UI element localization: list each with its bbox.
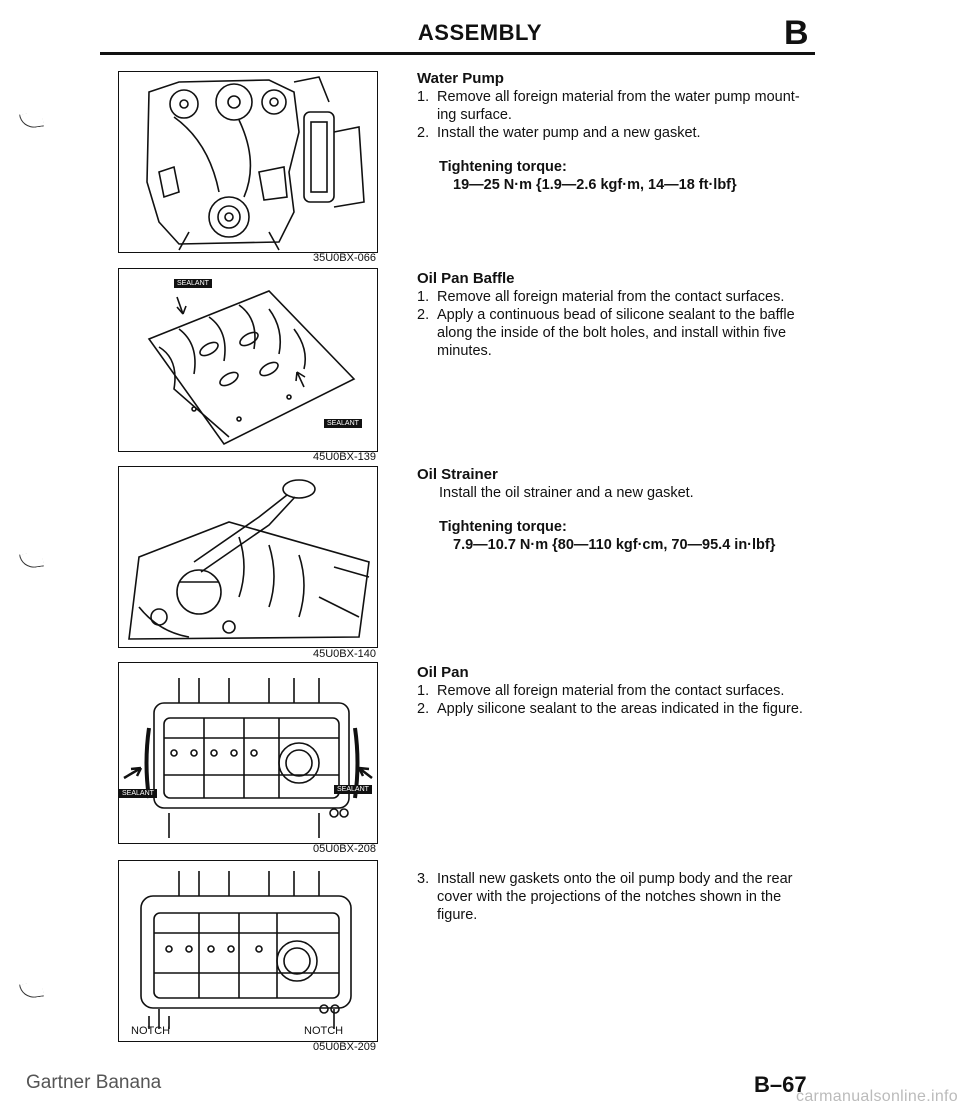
step: 2. Apply a continuous bead of silicone s… xyxy=(417,306,817,360)
figure-oil-pan-notch: NOTCH NOTCH xyxy=(118,860,378,1042)
section-oil-pan: Oil Pan 1. Remove all foreign material f… xyxy=(417,664,817,718)
section-oil-pan-step3: 3. Install new gaskets onto the oil pump… xyxy=(417,870,817,924)
step-number: 3. xyxy=(417,871,430,887)
step-number: 1. xyxy=(417,683,430,699)
figure-water-pump xyxy=(118,71,378,253)
step-number: 2. xyxy=(417,701,430,717)
step: 1. Remove all foreign material from the … xyxy=(417,288,817,306)
page-title: ASSEMBLY xyxy=(417,20,543,45)
torque-value: 7.9—10.7 N·m {80—110 kgf·cm, 70—95.4 in·… xyxy=(453,537,776,553)
figure-code: 45U0BX-140 xyxy=(313,648,376,660)
margin-mark xyxy=(19,111,44,130)
step-text: Remove all foreign material from the con… xyxy=(437,289,785,305)
step: 3. Install new gaskets onto the oil pump… xyxy=(417,870,817,924)
step: 2. Apply silicone sealant to the areas i… xyxy=(417,700,817,718)
figure-oil-pan-baffle: SEALANT SEALANT xyxy=(118,268,378,452)
figure-oil-strainer xyxy=(118,466,378,648)
step-text: Install new gaskets onto the oil pump bo… xyxy=(437,871,793,923)
step-number: 2. xyxy=(417,307,430,323)
figure-code: 05U0BX-209 xyxy=(313,1041,376,1053)
water-pump-illustration xyxy=(146,76,365,251)
margin-mark xyxy=(19,551,44,570)
sealant-badge: SEALANT xyxy=(119,789,157,798)
figure-oil-pan-sealant: SEALANT SEALANT xyxy=(118,662,378,844)
notch-label-left: NOTCH xyxy=(131,1025,171,1037)
step: 1. Remove all foreign material from the … xyxy=(417,682,817,700)
step-number: 2. xyxy=(417,125,430,141)
section-oil-pan-baffle: Oil Pan Baffle 1. Remove all foreign mat… xyxy=(417,270,817,360)
step-text: Install the water pump and a new gasket. xyxy=(437,125,701,141)
torque-value: 19—25 N·m {1.9—2.6 kgf·m, 14—18 ft·lbf} xyxy=(453,177,737,193)
step-text: Apply a continuous bead of silicone seal… xyxy=(437,307,795,359)
section-text: Install the oil strainer and a new gaske… xyxy=(439,485,694,501)
section-title: Water Pump xyxy=(417,70,504,87)
section-letter: B xyxy=(784,14,809,52)
section-water-pump: Water Pump 1. Remove all foreign materia… xyxy=(417,70,817,194)
watermark-text: Gartner Banana xyxy=(26,1072,162,1093)
oil-pan-notch-illustration xyxy=(140,871,352,1029)
header-rule xyxy=(100,52,815,55)
section-oil-strainer: Oil Strainer Install the oil strainer an… xyxy=(417,466,817,554)
step-text: Remove all foreign material from the wat… xyxy=(437,89,800,123)
figure-code: 35U0BX-066 xyxy=(313,252,376,264)
step: 2. Install the water pump and a new gask… xyxy=(417,124,817,142)
step-number: 1. xyxy=(417,289,430,305)
torque-label: Tightening torque: xyxy=(439,519,567,535)
margin-mark xyxy=(19,981,44,1000)
sealant-badge: SEALANT xyxy=(334,785,372,794)
step-text: Remove all foreign material from the con… xyxy=(437,683,785,699)
step-number: 1. xyxy=(417,89,430,105)
site-watermark: carmanualsonline.info xyxy=(796,1088,958,1105)
step: 1. Remove all foreign material from the … xyxy=(417,88,817,124)
oil-pan-baffle-illustration xyxy=(147,290,356,446)
page-number: B–67 xyxy=(754,1072,807,1097)
section-title: Oil Pan xyxy=(417,664,469,681)
oil-strainer-illustration xyxy=(128,479,370,640)
sealant-badge: SEALANT xyxy=(174,279,212,288)
section-title: Oil Pan Baffle xyxy=(417,270,515,287)
oil-pan-sealant-illustration xyxy=(123,678,373,838)
step-text: Apply silicone sealant to the areas indi… xyxy=(437,701,803,717)
figure-code: 05U0BX-208 xyxy=(313,843,376,855)
section-title: Oil Strainer xyxy=(417,466,498,483)
figure-code: 45U0BX-139 xyxy=(313,451,376,463)
sealant-badge: SEALANT xyxy=(324,419,362,428)
torque-label: Tightening torque: xyxy=(439,159,567,175)
notch-label-right: NOTCH xyxy=(304,1025,344,1037)
